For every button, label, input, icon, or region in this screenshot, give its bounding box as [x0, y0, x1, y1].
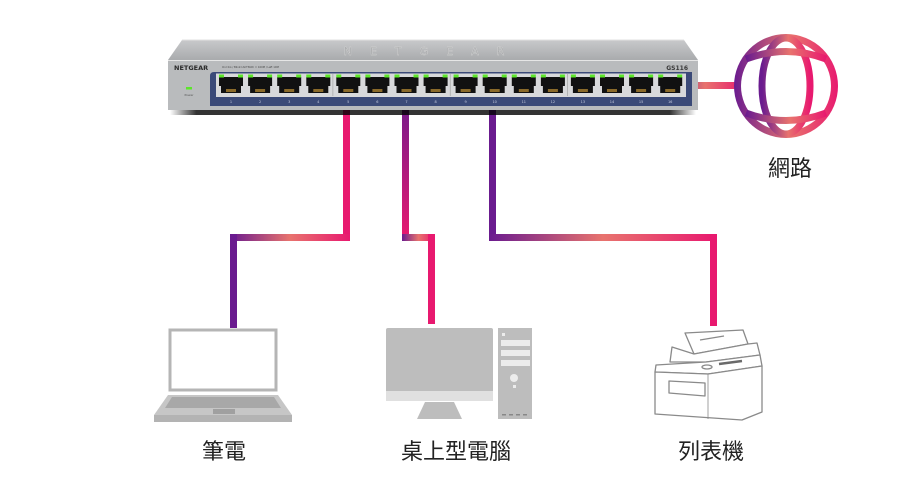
network-switch: NETGEAR NETGEAR GS116 On=1G / Blink=ACT …: [168, 39, 698, 115]
switch-port: 4: [306, 74, 331, 104]
port-number: 1: [230, 100, 232, 104]
switch-top-logo: NETGEAR: [344, 45, 523, 58]
port-led: [540, 74, 546, 78]
port-led: [629, 74, 635, 78]
port-number: 13: [581, 100, 585, 104]
switch-brand: NETGEAR: [174, 64, 208, 72]
switch-port: 3: [277, 74, 302, 104]
port-led: [238, 74, 243, 78]
port-led: [365, 74, 371, 78]
switch-port: 14: [600, 74, 624, 104]
port-number: 7: [405, 100, 407, 104]
port-number: 5: [347, 100, 349, 104]
port-led: [296, 74, 302, 78]
switch-port: 13: [570, 74, 595, 104]
port-led: [648, 74, 654, 78]
cable-laptop: [230, 88, 350, 328]
port-led: [277, 74, 283, 78]
port-number: 12: [551, 100, 555, 104]
port-number: 16: [668, 100, 672, 104]
cables: [230, 82, 745, 328]
port-led: [658, 74, 664, 78]
switch-port: 6: [365, 74, 390, 104]
cable-desktop: [402, 88, 435, 324]
laptop-icon: [154, 328, 292, 422]
device-label-printer: 列表機: [678, 440, 744, 465]
port-led: [355, 74, 361, 78]
printer-icon: [654, 329, 763, 421]
device-label-desktop: 桌上型電腦: [401, 440, 511, 465]
switch-port: 10: [482, 74, 507, 104]
switch-port: 2: [248, 74, 273, 104]
port-led: [600, 74, 605, 78]
port-led: [677, 74, 683, 78]
switch-port: 5: [336, 74, 361, 104]
device-label-internet: 網路: [768, 157, 812, 182]
port-number: 2: [259, 100, 261, 104]
port-led: [394, 74, 400, 78]
switch-port: 16: [658, 74, 683, 104]
power-led: [186, 87, 192, 90]
cable-internet: [665, 82, 745, 89]
port-led: [530, 74, 536, 78]
port-led: [589, 74, 595, 78]
port-number: 3: [288, 100, 290, 104]
port-led: [559, 74, 565, 78]
switch-port: 11: [511, 74, 536, 104]
port-led: [442, 74, 448, 78]
switch-port: 8: [423, 74, 448, 104]
port-led: [453, 74, 459, 78]
switch-port: 1: [219, 74, 243, 104]
switch-model: GS116: [666, 65, 688, 72]
port-number: 4: [317, 100, 320, 104]
led-legend-2: Both = 100M / Left 10M: [248, 65, 279, 69]
port-led: [267, 74, 273, 78]
device-label-laptop: 筆電: [202, 440, 246, 465]
port-number: 6: [376, 100, 378, 104]
port-number: 14: [610, 100, 615, 104]
port-led: [248, 74, 254, 78]
port-led: [423, 74, 429, 78]
port-number: 15: [639, 100, 643, 104]
port-number: 11: [522, 100, 526, 104]
port-led: [501, 74, 507, 78]
port-led: [306, 74, 312, 78]
power-label: Power: [184, 93, 194, 97]
port-led: [325, 74, 331, 78]
port-led: [511, 74, 517, 78]
port-led: [219, 74, 224, 78]
port-led: [482, 74, 488, 78]
port-led: [570, 74, 576, 78]
port-number: 9: [464, 100, 466, 104]
led-legend-1: On=1G / Blink=ACT: [222, 65, 248, 69]
switch-port: 12: [540, 74, 565, 104]
port-led: [472, 74, 478, 78]
port-led: [619, 74, 624, 78]
port-led: [336, 74, 342, 78]
switch-port: 7: [394, 74, 419, 104]
switch-port: 15: [629, 74, 654, 104]
switch-port: 9: [453, 74, 478, 104]
desktop-icon: [386, 328, 532, 419]
port-number: 8: [434, 100, 436, 104]
port-number: 10: [492, 100, 496, 104]
cable-printer: [489, 88, 717, 326]
port-led: [384, 74, 390, 78]
globe-grid: [738, 34, 834, 138]
port-led: [413, 74, 419, 78]
